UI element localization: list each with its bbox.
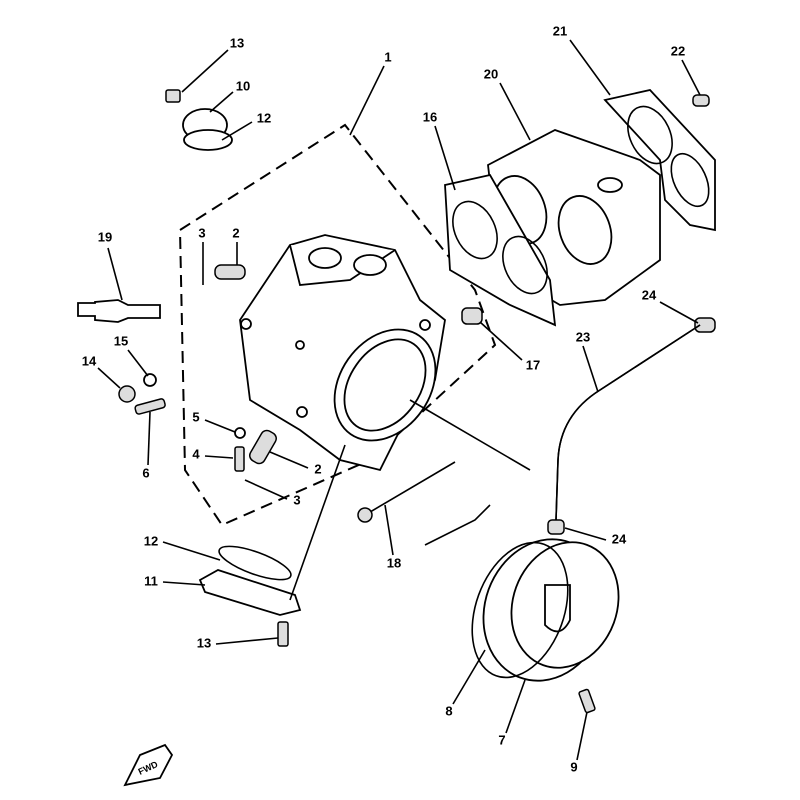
clamp-24-bottom <box>547 519 565 535</box>
bolt-13-bottom <box>277 621 289 647</box>
dowel-pin-22 <box>692 94 710 107</box>
assembly-boundary <box>178 123 497 527</box>
spark-plug <box>77 299 161 323</box>
callout-labels: 13 10 12 1 21 22 20 16 19 3 2 24 15 14 1… <box>82 23 685 774</box>
callout-8: 8 <box>445 703 452 718</box>
stud-6 <box>134 398 166 415</box>
callout-4: 4 <box>192 446 200 461</box>
callout-24: 24 <box>642 287 657 302</box>
callout-18: 18 <box>387 555 401 570</box>
callout-9: 9 <box>570 759 577 774</box>
callout-3: 3 <box>198 225 205 240</box>
callout-10: 10 <box>236 78 250 93</box>
callout-2b: 2 <box>314 461 321 476</box>
bolt-4 <box>234 446 245 472</box>
bolt-18 <box>364 461 456 516</box>
callout-24b: 24 <box>612 531 627 546</box>
callout-20: 20 <box>484 66 498 81</box>
callout-15: 15 <box>114 333 128 348</box>
bolt-9 <box>578 688 596 714</box>
washer-15 <box>143 373 157 387</box>
dowel-2-top <box>214 264 246 280</box>
callout-13b: 13 <box>197 635 211 650</box>
callout-12b: 12 <box>144 533 158 548</box>
callout-17: 17 <box>526 357 540 372</box>
o-ring-8 <box>471 541 569 679</box>
cover-11 <box>198 569 302 616</box>
callout-13: 13 <box>230 35 244 50</box>
dowel-2-bottom <box>249 429 277 465</box>
fwd-arrow-icon: FWD <box>123 743 174 787</box>
callout-11: 11 <box>144 573 158 588</box>
callout-2: 2 <box>232 225 239 240</box>
dowel-pin-17 <box>461 307 483 325</box>
callout-12: 12 <box>257 110 271 125</box>
cylinder-head-gasket <box>444 173 557 327</box>
callout-19: 19 <box>98 229 112 244</box>
o-ring-12-top <box>183 129 233 151</box>
callout-7: 7 <box>498 732 505 747</box>
callout-3b: 3 <box>293 492 300 507</box>
washer-5 <box>234 427 246 439</box>
nut-14 <box>118 385 136 403</box>
clamp-24-top <box>694 317 716 333</box>
callout-6: 6 <box>142 465 149 480</box>
callout-14: 14 <box>82 353 97 368</box>
o-ring-12-bottom <box>218 545 292 581</box>
callout-16: 16 <box>423 109 437 124</box>
callout-1: 1 <box>384 49 391 64</box>
callout-5: 5 <box>192 409 199 424</box>
callout-22: 22 <box>671 43 685 58</box>
leader-lines <box>97 39 701 761</box>
callout-23: 23 <box>576 329 590 344</box>
cylinder-base-gasket <box>603 89 716 232</box>
thermostat-cover <box>482 538 620 682</box>
hose-23 <box>555 324 701 521</box>
cylinder-head <box>239 234 446 472</box>
bolt-13-top <box>165 89 181 103</box>
callout-21: 21 <box>553 23 567 38</box>
